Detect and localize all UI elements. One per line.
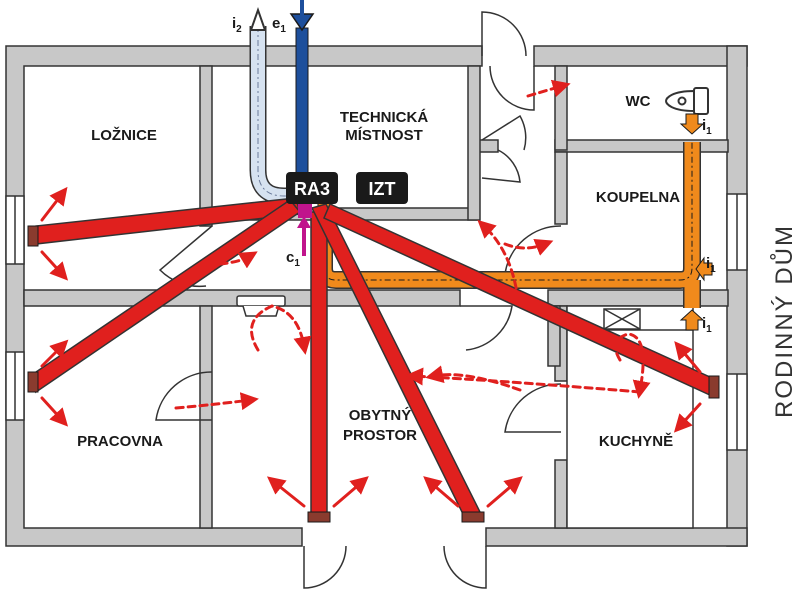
exhaust-duct-e1: [295, 27, 309, 179]
intake-arrow-icon: [249, 6, 267, 31]
label-c1: c1: [286, 249, 300, 269]
condensate-line-c1: [297, 204, 312, 256]
label-i1-koupelna: i1: [706, 255, 716, 275]
room-label-pracovna: PRACOVNA: [77, 433, 163, 450]
door-vestibule-right: [481, 149, 521, 183]
door-entrance-bottom-left: [303, 545, 347, 589]
outer-wall-right: [726, 45, 748, 547]
interior-wall-kuchyne-west-low: [554, 459, 568, 529]
unit-ra3: RA3: [286, 172, 338, 204]
room-label-koupelna: KOUPELNA: [596, 189, 680, 206]
interior-wall-koupelna-west: [554, 151, 568, 225]
unit-izt: IZT: [356, 172, 408, 204]
unit-izt-label: IZT: [369, 179, 396, 199]
kitchen-hood: [603, 308, 641, 330]
intake-duct-i2: [249, 26, 296, 205]
door-kuchyne: [504, 383, 562, 433]
door-entrance-top-left: [481, 11, 527, 57]
label-e1: e1: [272, 15, 286, 35]
label-i2: i2: [232, 15, 242, 35]
exhaust-arrow-icon: [289, 13, 315, 32]
kitchen-counter: [566, 305, 694, 529]
door-entrance-top-right: [489, 65, 535, 111]
interior-wall-tech-east: [467, 65, 481, 221]
door-pracovna: [155, 371, 213, 421]
extract-inlet-arrows: [679, 113, 713, 331]
room-label-obytny-2: PROSTOR: [343, 427, 417, 444]
transfer-flow-arrows: [174, 79, 651, 411]
room-label-kuchyne: KUCHYNĚ: [599, 432, 673, 450]
outer-wall-bottom-right: [485, 527, 748, 547]
door-koupelna: [504, 225, 562, 275]
side-title: RODINNÝ DŮM: [769, 224, 798, 418]
room-label-loznice: LOŽNICE: [91, 126, 157, 144]
air-flow-arrows: [40, 186, 702, 508]
interior-wall-wc-west: [554, 65, 568, 151]
diffusers: [27, 225, 720, 523]
interior-wall-pracovna-right: [199, 305, 213, 529]
door-vestibule-left: [481, 114, 527, 151]
toilet-icon: [664, 87, 709, 115]
room-label-technicka-2: MÍSTNOST: [345, 127, 423, 144]
unit-ra3-label: RA3: [294, 179, 330, 199]
outer-wall-top-right: [533, 45, 748, 67]
interior-wall-loznice-right: [199, 65, 213, 227]
door-entrance-bottom-right: [443, 545, 487, 589]
windows: [5, 193, 748, 451]
interior-wall-wc-bottom: [554, 139, 729, 153]
room-label-technicka: TECHNICKÁ: [340, 109, 428, 126]
duct-to-obytny-left: [310, 211, 328, 515]
room-label-obytny: OBYTNÝ: [349, 406, 412, 424]
room-label-wc: WC: [626, 93, 651, 110]
door-hall: [460, 305, 513, 351]
label-i1-wc: i1: [702, 117, 712, 137]
label-i1-kuchyne: i1: [702, 315, 712, 335]
